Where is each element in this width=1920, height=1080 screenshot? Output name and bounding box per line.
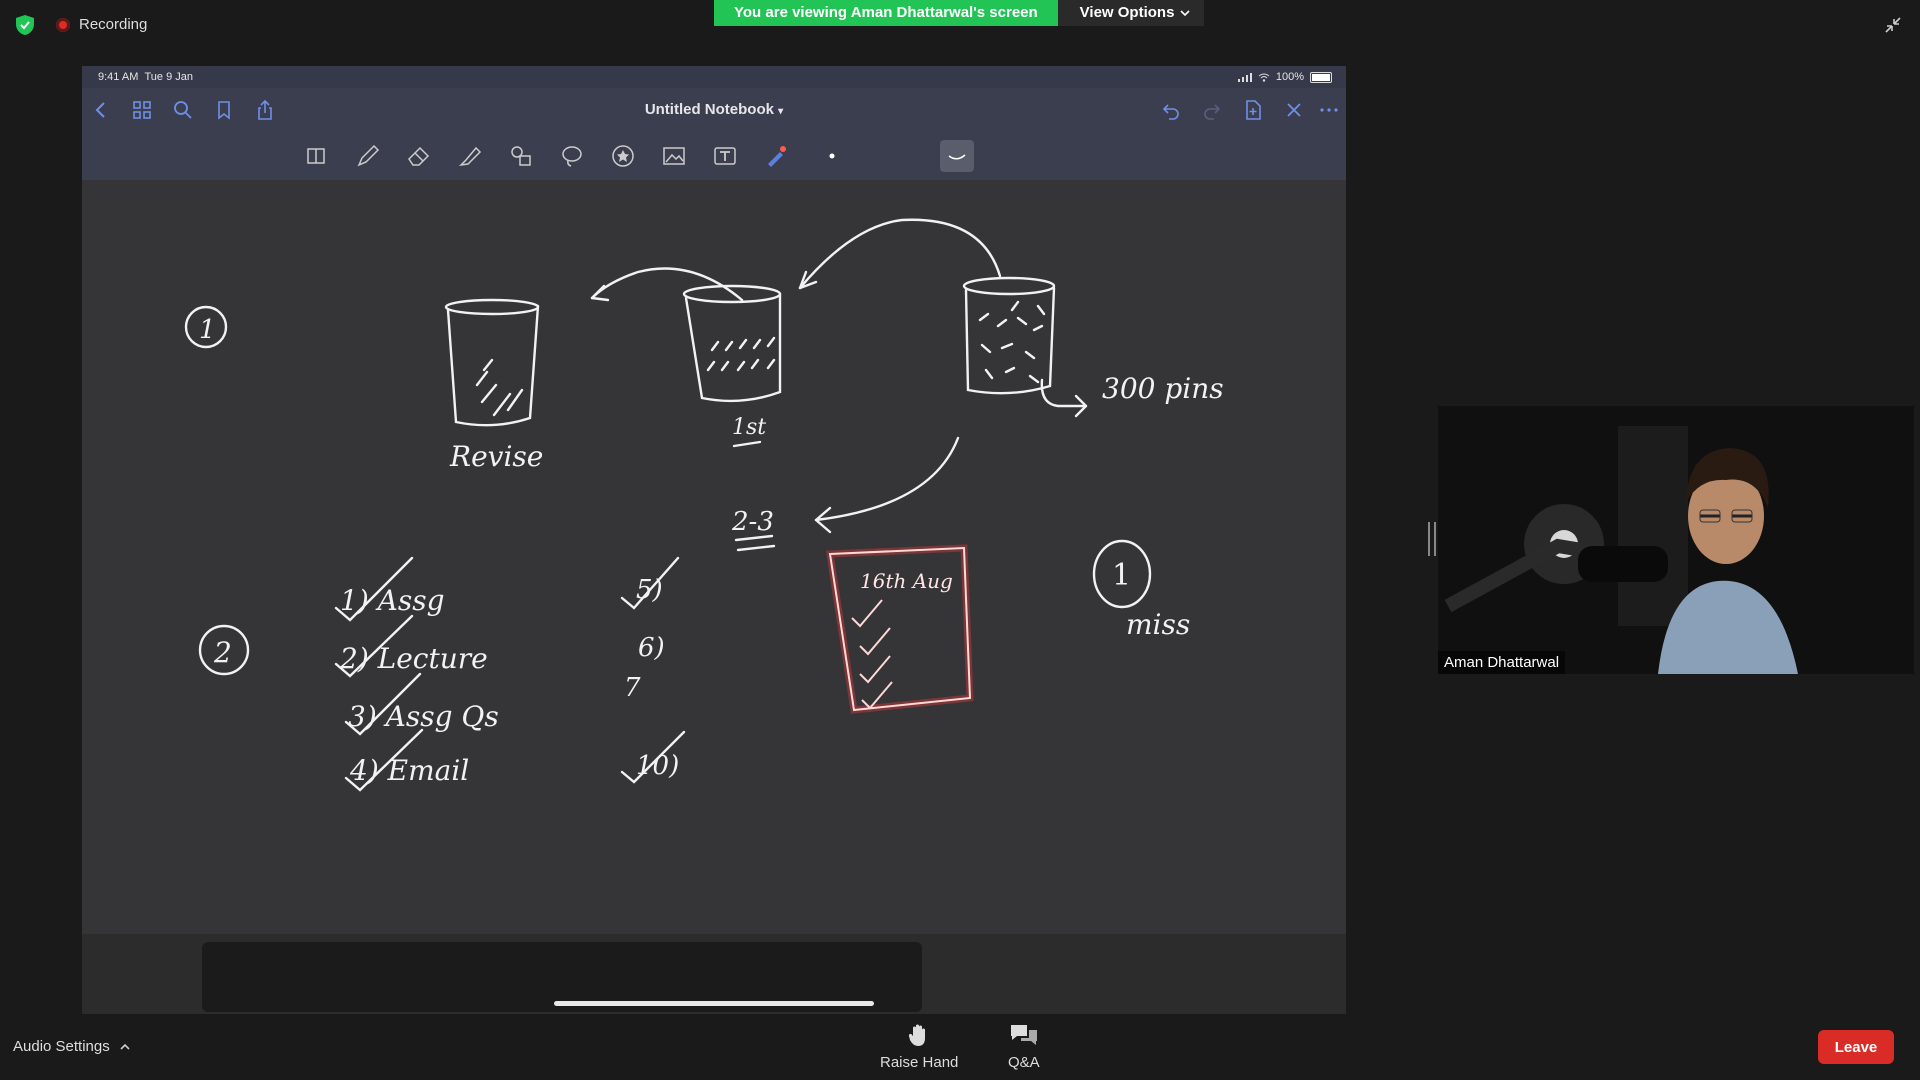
- undo-icon[interactable]: [1160, 99, 1182, 121]
- leave-button[interactable]: Leave: [1818, 1030, 1894, 1064]
- more-icon[interactable]: [1318, 99, 1340, 121]
- sticker-icon[interactable]: [610, 143, 636, 169]
- stroke-curve-icon: [948, 154, 966, 160]
- grid-icon[interactable]: [131, 99, 153, 121]
- add-page-icon[interactable]: [1242, 99, 1264, 121]
- label-two-three: 2-3: [731, 507, 774, 537]
- video-feed-image: [1438, 406, 1914, 674]
- label-miss-number: 1: [1112, 558, 1131, 593]
- chevron-up-icon: [120, 1043, 130, 1050]
- shapes-icon[interactable]: [508, 143, 534, 169]
- panel-resize-handle[interactable]: [1428, 522, 1436, 556]
- view-options-button[interactable]: View Options: [1057, 0, 1205, 26]
- arrow-to-revise: [590, 267, 744, 302]
- raise-hand-icon: [909, 1024, 926, 1046]
- jar-pins-icon: [962, 276, 1056, 395]
- share-icon[interactable]: [254, 99, 276, 121]
- screen-share-banner: You are viewing Aman Dhattarwal's screen…: [714, 0, 1205, 26]
- eraser-icon[interactable]: [406, 143, 432, 169]
- dark-thumbnail-area: [202, 942, 922, 1012]
- audio-settings-button[interactable]: Audio Settings: [13, 1038, 130, 1055]
- num-ten: 10): [636, 751, 679, 781]
- viewing-banner-text: You are viewing Aman Dhattarwal's screen: [714, 0, 1058, 26]
- wifi-icon: [1258, 73, 1270, 82]
- ipad-status-bar: 9:41 AM Tue 9 Jan 100%: [82, 66, 1346, 88]
- circle-number-one: [184, 305, 228, 349]
- status-date: Tue 9 Jan: [144, 71, 193, 83]
- pen-icon[interactable]: [355, 143, 381, 169]
- status-time: 9:41 AM: [98, 71, 139, 83]
- search-icon[interactable]: [172, 99, 194, 121]
- circle-number-two: [198, 624, 250, 676]
- list-item-3: 3) Assg Qs: [348, 700, 499, 733]
- list-item-4: 4) Email: [349, 754, 469, 787]
- qa-button[interactable]: Q&A: [1008, 1022, 1040, 1071]
- whiteboard-canvas[interactable]: Revise 1st 300 pins 2-3 1 2 1) Assg 2) L…: [82, 180, 1346, 934]
- label-pins: 300 pins: [1102, 372, 1224, 405]
- whiteboard-drawing: Revise 1st 300 pins 2-3 1 2 1) Assg 2) L…: [184, 218, 1224, 792]
- pages-icon[interactable]: [304, 143, 330, 169]
- qa-label: Q&A: [1008, 1054, 1040, 1071]
- label-first: 1st: [732, 415, 766, 440]
- bookmark-icon[interactable]: [213, 99, 235, 121]
- close-icon[interactable]: [1283, 99, 1305, 121]
- back-icon[interactable]: [90, 99, 112, 121]
- recording-dot-icon: [56, 17, 70, 32]
- circle-miss-number: [1092, 539, 1152, 609]
- home-indicator[interactable]: [554, 1001, 874, 1006]
- label-miss: miss: [1126, 608, 1190, 641]
- chevron-down-icon: [1180, 10, 1190, 17]
- participant-name: Aman Dhattarwal: [1438, 651, 1566, 674]
- audio-settings-label: Audio Settings: [13, 1038, 110, 1055]
- security-shield-icon[interactable]: [14, 14, 36, 36]
- num-five: 5): [636, 575, 663, 605]
- arrow-to-pins: [1040, 378, 1088, 408]
- recording-label: Recording: [79, 16, 148, 33]
- tick-mark: [334, 556, 414, 622]
- battery-percent: 100%: [1275, 71, 1304, 83]
- battery-icon: [1310, 71, 1332, 83]
- list-item-1: 1) Assg: [340, 584, 445, 617]
- laser-pointer-icon[interactable]: [763, 143, 789, 169]
- view-options-label: View Options: [1079, 4, 1175, 21]
- title-chevron-icon: ▾: [778, 106, 784, 117]
- list-item-2: 2) Lecture: [339, 642, 488, 675]
- recording-indicator: Recording: [56, 16, 147, 33]
- stroke-style-button[interactable]: [940, 140, 974, 172]
- notebook-nav-bar: Untitled Notebook ▾: [82, 88, 1346, 132]
- num-six: 6): [638, 633, 665, 663]
- box-title: 16th Aug: [860, 569, 953, 593]
- highlighter-icon[interactable]: [457, 143, 483, 169]
- arrow-to-two-three: [814, 436, 960, 522]
- text-icon[interactable]: [712, 143, 738, 169]
- notebook-toolbar: [82, 132, 1346, 180]
- image-icon[interactable]: [661, 143, 687, 169]
- signal-icon: [1237, 72, 1252, 82]
- arrow-to-first: [798, 218, 1002, 290]
- notebook-title[interactable]: Untitled Notebook ▾: [82, 101, 1346, 118]
- notebook-title-label: Untitled Notebook: [644, 101, 774, 118]
- num-seven: 7: [624, 673, 641, 703]
- lasso-icon[interactable]: [559, 143, 585, 169]
- red-highlight-box: 16th Aug: [825, 544, 974, 714]
- pen-size-dot-icon[interactable]: [828, 152, 836, 160]
- bottom-strip: [82, 934, 1346, 1014]
- jar-revise-icon: [444, 298, 540, 427]
- participant-video-tile[interactable]: Aman Dhattarwal: [1438, 406, 1914, 674]
- shared-screen: 9:41 AM Tue 9 Jan 100% Untitled Notebook…: [82, 66, 1346, 1014]
- raise-hand-label: Raise Hand: [880, 1054, 959, 1071]
- label-circle-two: 2: [213, 636, 232, 669]
- qa-icon: [1010, 1025, 1037, 1045]
- label-circle-one: 1: [199, 315, 216, 345]
- raise-hand-button[interactable]: Raise Hand: [880, 1022, 958, 1071]
- jar-first-icon: [682, 284, 782, 403]
- redo-icon[interactable]: [1201, 99, 1223, 121]
- label-revise: Revise: [449, 440, 543, 473]
- exit-fullscreen-icon[interactable]: [1882, 14, 1904, 36]
